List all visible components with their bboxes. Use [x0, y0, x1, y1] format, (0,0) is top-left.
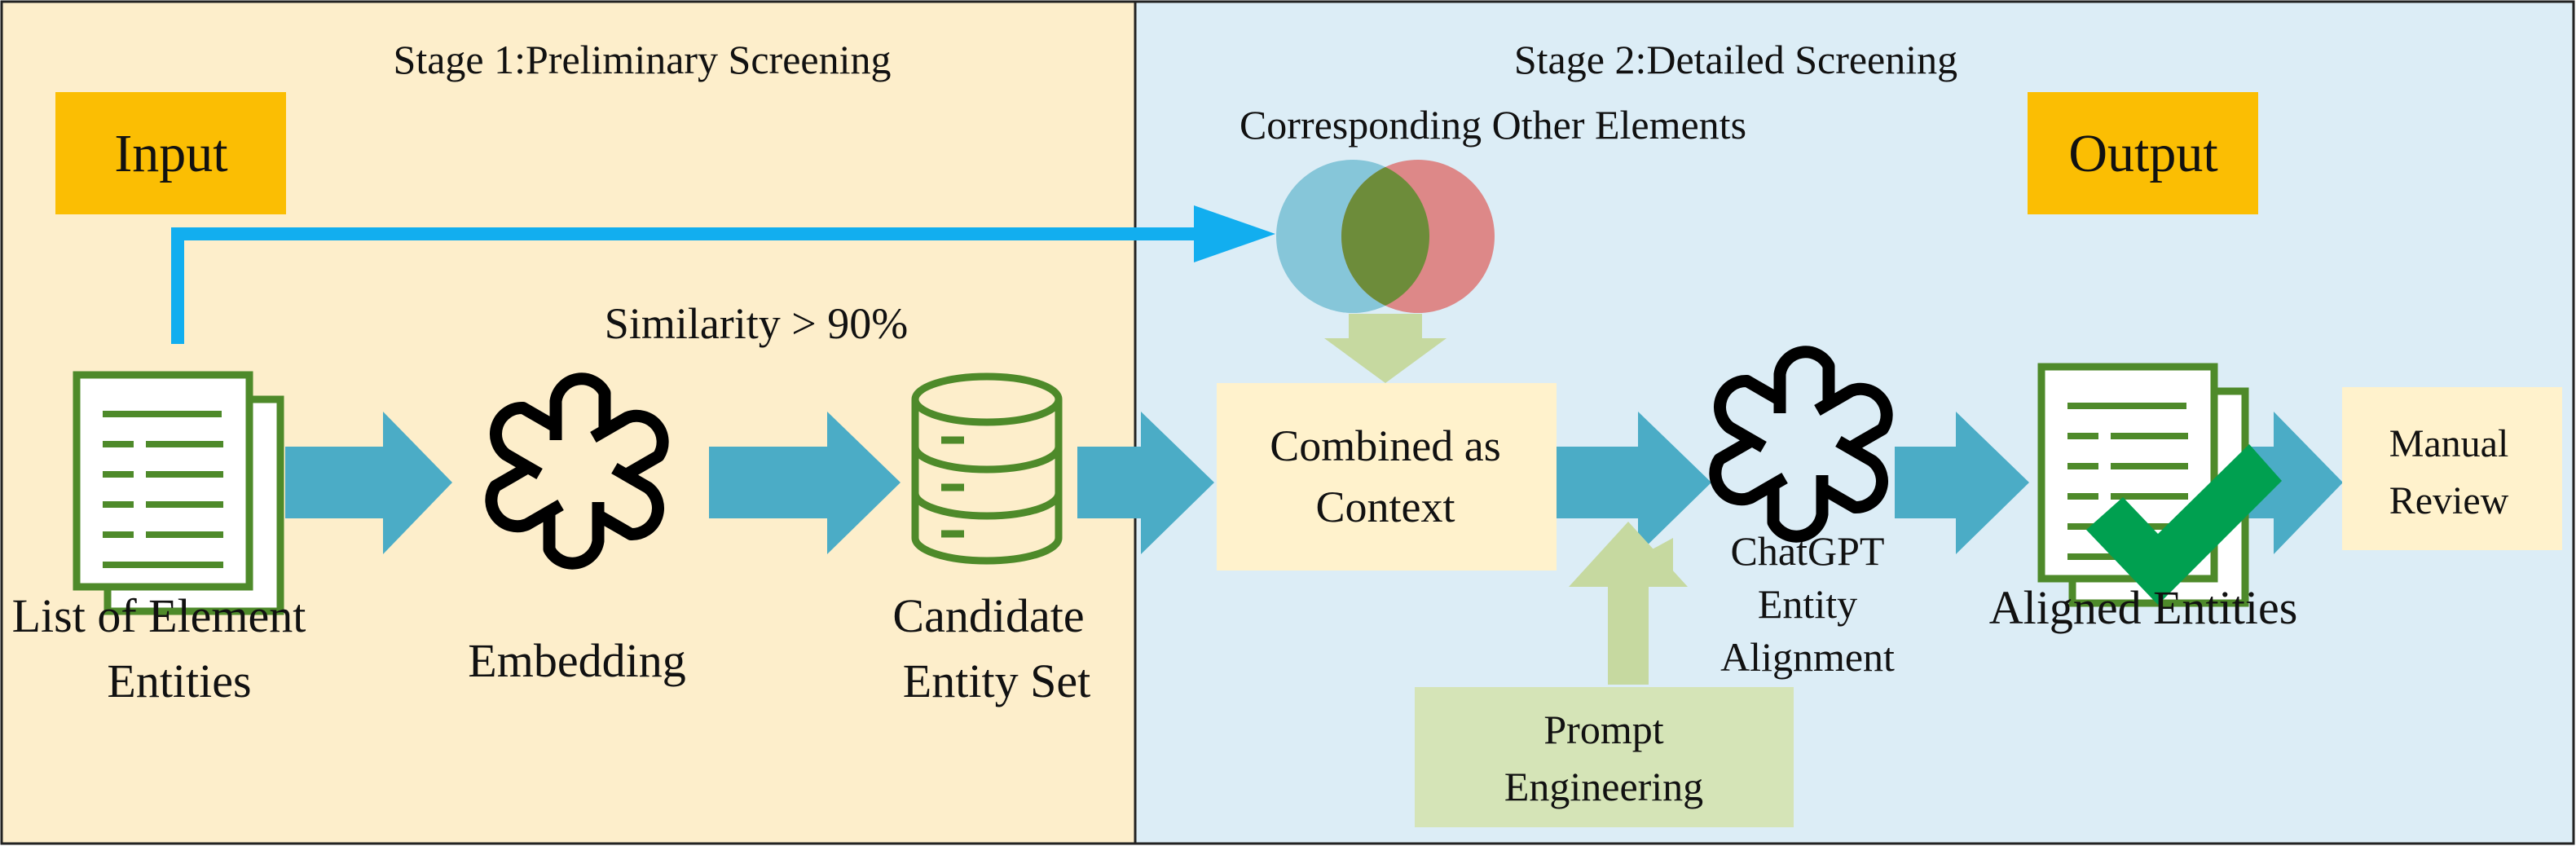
list-label-line1: List of Element	[12, 589, 306, 642]
stage1-title: Stage 1:Preliminary Screening	[394, 37, 892, 82]
candidate-label-line1: Candidate	[892, 589, 1084, 642]
chatgpt-label-line1: ChatGPT	[1731, 528, 1885, 574]
flow-arrow-1	[285, 412, 452, 554]
document-list-icon	[77, 375, 280, 611]
chatgpt-label-line3: Alignment	[1720, 634, 1895, 680]
context-label-line1: Combined as	[1270, 421, 1500, 470]
stage2-title: Stage 2:Detailed Screening	[1514, 37, 1957, 82]
top-route-arrow	[171, 205, 1275, 344]
output-box	[2028, 92, 2258, 214]
output-label: Output	[2068, 124, 2217, 183]
flow-arrow-2	[709, 412, 900, 554]
list-label-line2: Entities	[107, 654, 251, 707]
manual-label-line1: Manual	[2389, 422, 2509, 465]
manual-review-box	[2342, 387, 2562, 550]
flow-arrow-3	[1077, 412, 1214, 554]
similarity-label: Similarity > 90%	[605, 299, 908, 348]
context-label-line2: Context	[1316, 482, 1455, 531]
prompt-up-arrow-head	[1569, 522, 1688, 587]
prompt-box	[1415, 687, 1794, 827]
input-label: Input	[114, 124, 227, 183]
flow-arrow-5	[1895, 412, 2029, 554]
prompt-label-line1: Prompt	[1543, 707, 1663, 752]
venn-diagram-icon	[1276, 160, 1495, 313]
prompt-label-line2: Engineering	[1504, 764, 1703, 809]
checkmark-icon	[2086, 444, 2282, 605]
flow-arrows	[285, 412, 2343, 554]
context-box	[1217, 383, 1557, 571]
corresponding-label: Corresponding Other Elements	[1240, 102, 1746, 148]
flow-arrow-6	[2233, 412, 2343, 554]
chatgpt-label-line2: Entity	[1758, 581, 1857, 627]
venn-down-arrow	[1324, 314, 1447, 383]
aligned-label: Aligned Entities	[1989, 581, 2298, 634]
candidate-label-line2: Entity Set	[903, 654, 1090, 707]
database-icon	[911, 372, 1063, 565]
input-box	[55, 92, 286, 214]
embedding-label: Embedding	[468, 634, 685, 687]
flow-arrow-4	[1555, 412, 1711, 554]
manual-label-line2: Review	[2389, 479, 2509, 522]
